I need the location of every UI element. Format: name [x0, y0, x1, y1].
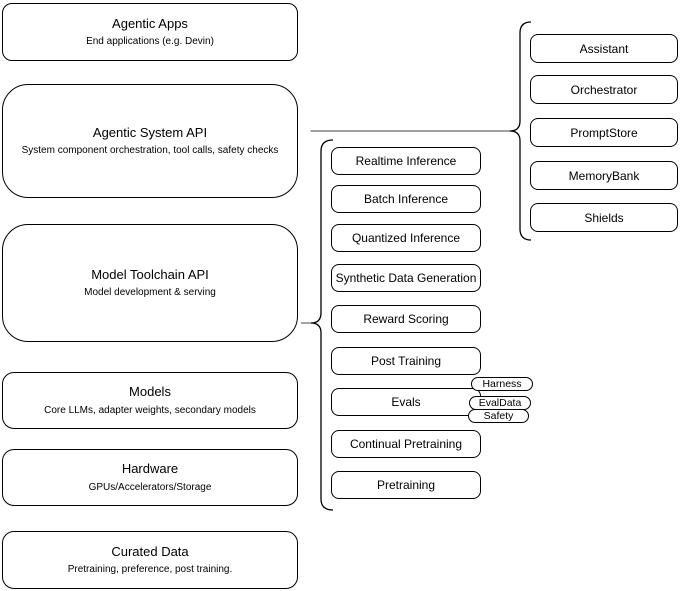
node-label: Batch Inference — [363, 192, 449, 206]
node-subtitle: Pretraining, preference, post training. — [67, 564, 233, 576]
node-title: Agentic System API — [92, 124, 208, 140]
node-label: Evals — [391, 395, 421, 409]
node-batch-inference: Batch Inference — [331, 185, 481, 213]
node-promptstore: PromptStore — [530, 118, 678, 147]
node-label: MemoryBank — [568, 168, 640, 183]
node-models: Models Core LLMs, adapter weights, secon… — [2, 372, 298, 429]
node-agentic-system-api: Agentic System API System component orch… — [2, 84, 298, 198]
node-assistant: Assistant — [530, 34, 678, 63]
node-synthetic-data-generation: Synthetic Data Generation — [331, 264, 481, 292]
node-subtitle: Model development & serving — [84, 287, 216, 299]
node-title: Models — [129, 384, 171, 400]
node-label: Assistant — [579, 41, 629, 56]
node-label: PromptStore — [570, 125, 638, 140]
tag-label: EvalData — [478, 396, 522, 409]
node-label: Orchestrator — [570, 82, 638, 97]
node-curated-data: Curated Data Pretraining, preference, po… — [2, 531, 298, 589]
node-hardware: Hardware GPUs/Accelerators/Storage — [2, 449, 298, 506]
node-title: Agentic Apps — [112, 15, 188, 31]
node-model-toolchain-api: Model Toolchain API Model development & … — [2, 224, 298, 342]
tag-safety: Safety — [468, 409, 529, 423]
node-reward-scoring: Reward Scoring — [331, 305, 481, 333]
node-memorybank: MemoryBank — [530, 161, 678, 190]
node-subtitle: Core LLMs, adapter weights, secondary mo… — [44, 404, 256, 416]
node-label: Continual Pretraining — [349, 437, 463, 451]
node-quantized-inference: Quantized Inference — [331, 224, 481, 252]
node-subtitle: GPUs/Accelerators/Storage — [88, 481, 212, 493]
tag-evaldata: EvalData — [469, 396, 531, 410]
tag-label: Safety — [483, 409, 514, 422]
node-label: Shields — [584, 210, 624, 225]
node-subtitle: End applications (e.g. Devin) — [86, 36, 214, 48]
tag-harness: Harness — [471, 377, 533, 391]
node-orchestrator: Orchestrator — [530, 75, 678, 104]
node-post-training: Post Training — [331, 347, 481, 375]
node-label: Realtime Inference — [355, 154, 457, 168]
node-subtitle: System component orchestration, tool cal… — [21, 145, 279, 157]
node-continual-pretraining: Continual Pretraining — [331, 430, 481, 458]
node-label: Reward Scoring — [363, 312, 449, 326]
node-title: Curated Data — [111, 543, 189, 559]
node-pretraining: Pretraining — [331, 471, 481, 499]
node-shields: Shields — [530, 203, 678, 232]
node-label: Pretraining — [376, 478, 436, 492]
tag-label: Harness — [482, 377, 522, 390]
node-evals: Evals — [331, 388, 481, 416]
node-title: Hardware — [121, 461, 179, 477]
node-title: Model Toolchain API — [91, 266, 209, 282]
node-label: Post Training — [370, 354, 442, 368]
node-label: Synthetic Data Generation — [335, 271, 477, 285]
brace-system-components — [509, 21, 532, 241]
brace-toolchain — [310, 139, 334, 511]
node-agentic-apps: Agentic Apps End applications (e.g. Devi… — [2, 3, 298, 61]
node-label: Quantized Inference — [351, 231, 461, 245]
node-realtime-inference: Realtime Inference — [331, 147, 481, 175]
